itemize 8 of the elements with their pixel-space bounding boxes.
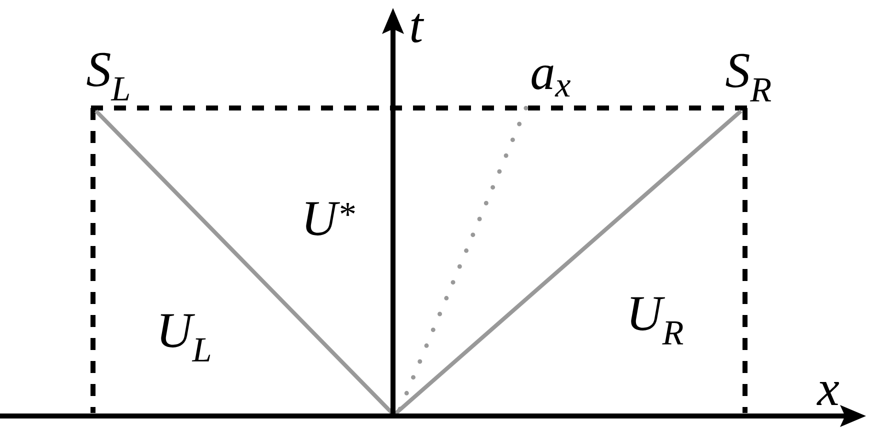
- axis-label: x: [816, 382, 840, 405]
- wave-label: a$_{x}$: [532, 65, 570, 96]
- region-label: U$_{L}$: [160, 314, 210, 362]
- region-label: U$^{*}$: [306, 202, 355, 236]
- wave-label: S$_{R}$: [726, 54, 771, 102]
- wave-label: S$_{L}$: [86, 52, 130, 100]
- region-label: U$_{R}$: [630, 297, 684, 344]
- axis-label: t: [411, 14, 424, 42]
